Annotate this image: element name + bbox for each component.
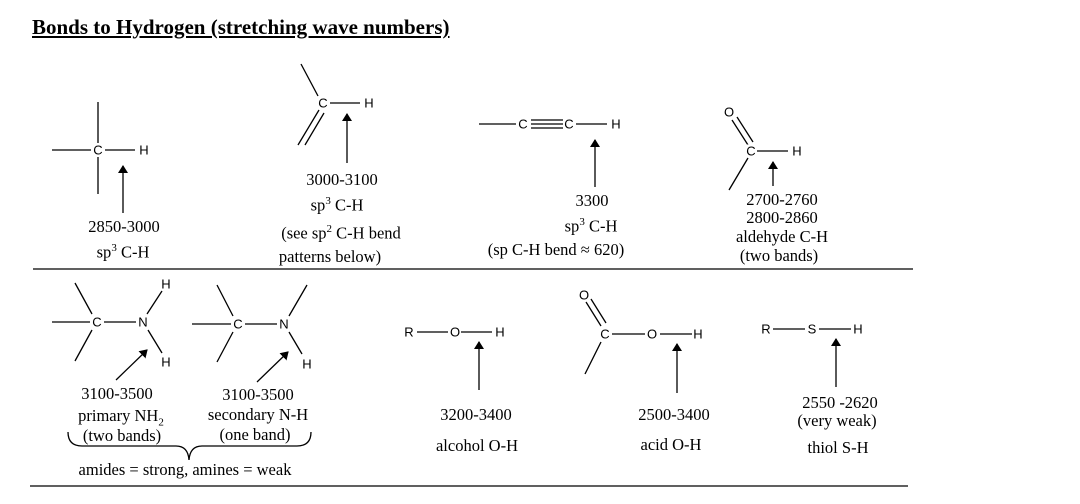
aldehyde-label: aldehyde C-H xyxy=(735,227,829,246)
vinyl-note-2: patterns below) xyxy=(278,247,382,266)
alkyne-structure xyxy=(479,119,607,129)
acid-range: 2500-3400 xyxy=(638,405,710,424)
secondary-atom-n: N xyxy=(278,316,290,332)
primary-note: (two bands) xyxy=(82,426,162,445)
vinyl-note: (see sp2 C-H bend xyxy=(281,223,401,243)
alcohol-range: 3200-3400 xyxy=(440,405,512,424)
acid-atom-o2: O xyxy=(645,326,659,342)
acid-atom-o1: O xyxy=(577,287,591,303)
primary-atom-h1: H xyxy=(160,276,172,292)
secondary-atom-h: H xyxy=(301,356,313,372)
amide-amine-note: amides = strong, amines = weak xyxy=(78,460,292,479)
aldehyde-atom-o: O xyxy=(722,104,736,120)
secondary-range: 3100-3500 xyxy=(222,385,294,404)
alkyne-note: (sp C-H bend ≈ 620) xyxy=(487,240,625,259)
secondary-amine-structure xyxy=(192,284,308,363)
aldehyde-range-2: 2800-2860 xyxy=(746,208,818,227)
primary-atom-h2: H xyxy=(160,354,172,370)
acid-atom-h: H xyxy=(692,326,704,342)
secondary-amine-arrow xyxy=(256,351,289,383)
alkyne-atom-h: H xyxy=(610,116,622,132)
acid-label: acid O-H xyxy=(640,435,702,454)
aldehyde-range-1: 2700-2760 xyxy=(746,190,818,209)
thiol-atom-r: R xyxy=(760,321,772,337)
sp3-atom-c: C xyxy=(92,142,104,158)
primary-amine-structure xyxy=(52,282,163,362)
aldehyde-atom-c: C xyxy=(745,143,757,159)
alcohol-label: alcohol O-H xyxy=(435,436,519,455)
primary-atom-c: C xyxy=(91,314,103,330)
aldehyde-atom-h: H xyxy=(791,143,803,159)
primary-atom-n: N xyxy=(137,314,149,330)
amide-amine-brace xyxy=(67,431,312,461)
sp3-range: 2850-3000 xyxy=(88,217,160,236)
vinyl-label: sp3 C-H xyxy=(310,195,364,215)
alkyne-atom-c2: C xyxy=(563,116,575,132)
aldehyde-note: (two bands) xyxy=(739,246,819,265)
primary-label: primary NH2 xyxy=(78,406,164,429)
secondary-note: (one band) xyxy=(219,425,291,444)
alcohol-atom-h: H xyxy=(494,324,506,340)
alkyne-range: 3300 xyxy=(575,191,609,210)
thiol-range: 2550 -2620 xyxy=(802,393,878,412)
sp3-atom-h: H xyxy=(138,142,150,158)
alkyne-atom-c1: C xyxy=(517,116,529,132)
sp3-label: sp3 C-H xyxy=(96,242,150,262)
alcohol-atom-r: R xyxy=(403,324,415,340)
vinyl-range: 3000-3100 xyxy=(306,170,378,189)
alkyne-label: sp3 C-H xyxy=(564,216,618,236)
acid-structure xyxy=(584,298,692,375)
vinyl-atom-c: C xyxy=(317,95,329,111)
sp3-carbon-structure xyxy=(52,102,135,194)
secondary-label: secondary N-H xyxy=(207,405,309,424)
thiol-atom-h: H xyxy=(852,321,864,337)
aldehyde-structure xyxy=(728,116,788,191)
vinyl-structure xyxy=(297,63,360,146)
primary-amine-arrow xyxy=(115,349,148,381)
thiol-atom-s: S xyxy=(806,321,818,337)
secondary-atom-c: C xyxy=(232,316,244,332)
acid-atom-c: C xyxy=(599,326,611,342)
thiol-label: thiol S-H xyxy=(807,438,869,457)
page-title: Bonds to Hydrogen (stretching wave numbe… xyxy=(32,15,450,39)
primary-range: 3100-3500 xyxy=(81,384,153,403)
vinyl-atom-h: H xyxy=(363,95,375,111)
thiol-note: (very weak) xyxy=(797,411,877,430)
alcohol-atom-o: O xyxy=(448,324,462,340)
